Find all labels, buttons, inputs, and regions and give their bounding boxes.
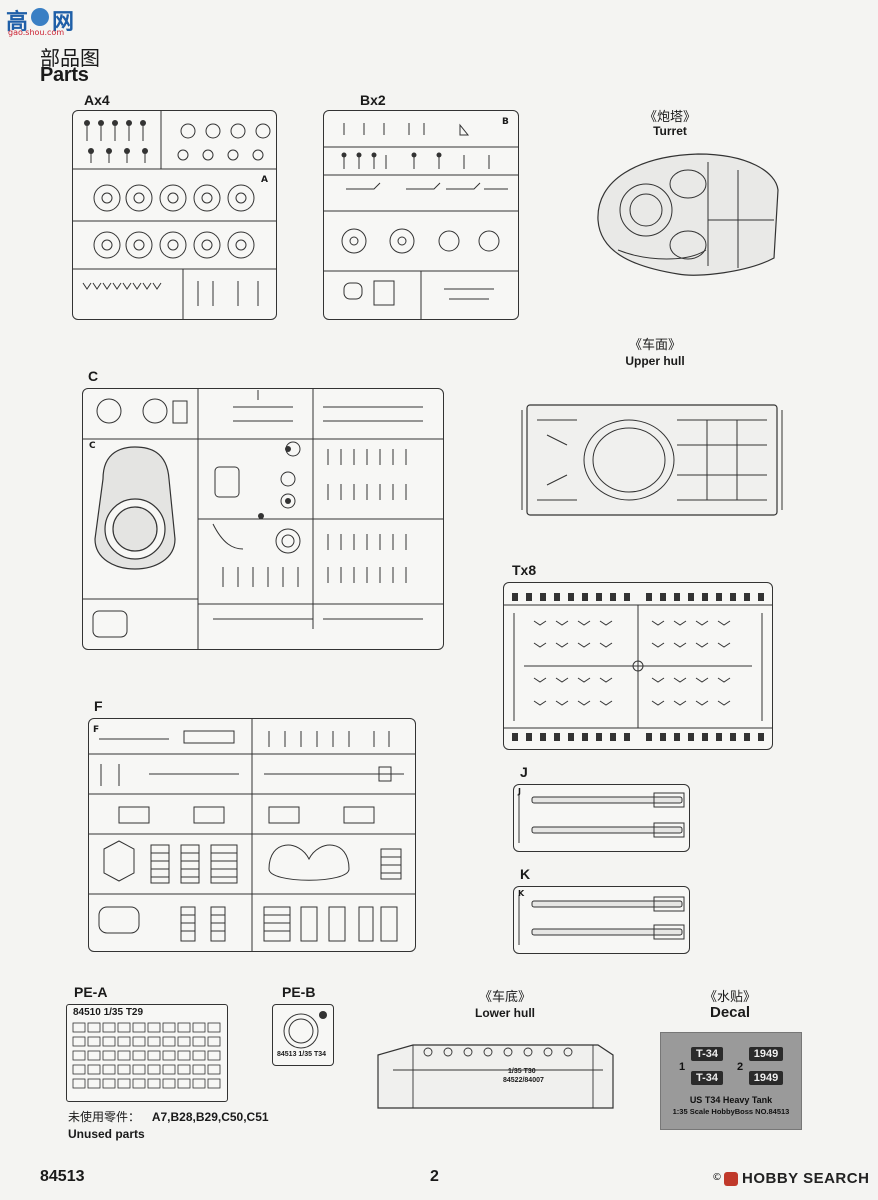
pe-a-fret: 84510 1/35 T29 [66, 1004, 228, 1102]
page-title-en: Parts [40, 64, 89, 86]
sprue-bx2-letter: B [502, 117, 509, 127]
unused-parts-cn-label: 未使用零件： [68, 1110, 141, 1124]
unused-parts-en-label: Unused parts [68, 1127, 145, 1141]
lower-hull-caption-en: Lower hull [475, 1006, 535, 1020]
footer-page-number: 2 [430, 1168, 439, 1185]
sprue-tx8-drawing [504, 593, 772, 741]
footer-brand-logo: HOBBY SEARCH [742, 1170, 870, 1187]
upper-hull-drawing [521, 404, 783, 516]
decal-tag-2: T-34 [691, 1071, 723, 1085]
sprue-j: J [513, 784, 690, 852]
sprue-j-drawing [518, 792, 685, 843]
decal-caption-cn: 《水贴》 [703, 989, 756, 1004]
decal-tag-1: T-34 [691, 1047, 723, 1061]
lower-hull-plate-text-2: 84522/84007 [503, 1077, 544, 1084]
sprue-ax4-label: Ax4 [84, 92, 110, 108]
pe-b-plate-text: 84513 1/35 T34 [277, 1051, 327, 1058]
pe-b-label: PE-B [282, 984, 316, 1000]
turret-caption-cn: 《炮塔》 [643, 109, 696, 124]
decal-caption-en: Decal [709, 1004, 751, 1021]
decal-year-1: 1949 [749, 1047, 783, 1061]
decal-num-1: 1 [679, 1061, 686, 1073]
footer-model-number: 84513 [40, 1168, 85, 1185]
sprue-k-letter: K [518, 889, 525, 898]
sprue-f-drawing [89, 719, 415, 951]
watermark-site: gao.shou.com [8, 28, 65, 37]
sprue-tx8 [503, 582, 773, 750]
sprue-k-drawing [518, 895, 685, 945]
sprue-bx2-drawing [324, 123, 518, 319]
pe-b-drawing [283, 1011, 327, 1049]
unused-parts-line: 未使用零件： A7,B28,B29,C50,C51 [68, 1108, 269, 1125]
sprue-k-label: K [520, 866, 531, 882]
sprue-c-letter: C [89, 441, 96, 451]
decal-num-2: 2 [737, 1061, 744, 1073]
sprue-f-letter: F [93, 725, 100, 735]
watermark-cn-2: 网 [52, 10, 75, 35]
sprue-ax4-drawing [73, 111, 276, 319]
sprue-c: C [82, 388, 444, 650]
turret-caption-en: Turret [653, 124, 687, 138]
lower-hull-plate-text-1: 1/35 T30 [508, 1068, 536, 1075]
watermark-cn-1: 高 [6, 10, 29, 35]
sprue-j-letter: J [518, 787, 521, 796]
watermark-logo: 高 网 gao.shou.com [6, 4, 78, 37]
watermark-globe-icon [31, 8, 49, 26]
sprue-f: F [88, 718, 416, 952]
sprue-j-label: J [520, 764, 528, 780]
sprue-ax4-letter: A [261, 175, 268, 185]
footer-copyright: © [712, 1172, 722, 1183]
pe-a-plate-text: 84510 1/35 T29 [73, 1007, 144, 1018]
sprue-tx8-label: Tx8 [512, 562, 537, 578]
decal-year-2: 1949 [749, 1071, 783, 1085]
sprue-bx2: B [323, 110, 519, 320]
pe-a-label: PE-A [74, 984, 108, 1000]
lower-hull-caption-cn: 《车底》 [478, 989, 531, 1004]
footer-brand-icon [724, 1172, 738, 1186]
unused-parts-list: A7,B28,B29,C50,C51 [151, 1110, 269, 1124]
page-title-cn: 部品图 [40, 46, 100, 70]
upper-hull-caption-cn: 《车面》 [628, 337, 681, 352]
decal-sheet: 1 2 T-34 T-34 1949 1949 US T34 Heavy Tan… [660, 1032, 802, 1130]
sprue-ax4: A [72, 110, 277, 320]
sprue-bx2-label: Bx2 [360, 92, 386, 108]
decal-line-1: US T34 Heavy Tank [689, 1095, 773, 1105]
sprue-f-label: F [94, 698, 103, 714]
decal-line-2: 1:35 Scale HobbyBoss NO.84513 [672, 1107, 790, 1116]
pe-b-fret: 84513 1/35 T34 [272, 1004, 334, 1066]
sprue-c-drawing [83, 389, 443, 649]
sprue-c-label: C [88, 368, 99, 384]
sprue-k: K [513, 886, 690, 954]
footer-brand: © HOBBY SEARCH [712, 1170, 872, 1192]
pe-a-drawing [72, 1022, 221, 1089]
upper-hull-caption-en: Upper hull [625, 354, 685, 368]
turret-drawing [597, 153, 779, 276]
lower-hull-drawing [377, 1044, 614, 1109]
